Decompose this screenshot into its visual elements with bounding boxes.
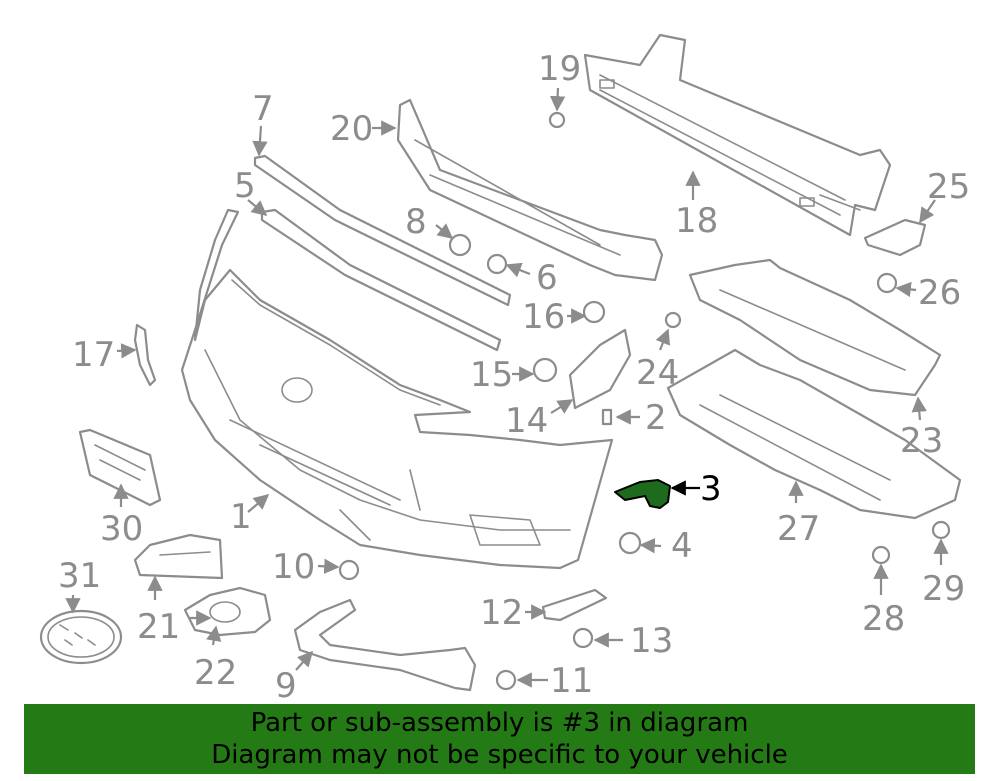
callout-21: 21 bbox=[137, 607, 180, 647]
callout-26: 26 bbox=[918, 273, 961, 313]
part-30-bracket bbox=[78, 428, 162, 507]
callout-9: 9 bbox=[275, 666, 297, 706]
callout-16: 16 bbox=[522, 297, 565, 337]
callout-19: 19 bbox=[538, 49, 581, 89]
callout-5: 5 bbox=[234, 166, 256, 206]
callout-30: 30 bbox=[100, 509, 143, 549]
banner-line-2: Diagram may not be specific to your vehi… bbox=[211, 740, 788, 770]
callout-12: 12 bbox=[480, 593, 523, 633]
callout-20: 20 bbox=[330, 109, 373, 149]
callout-28: 28 bbox=[862, 599, 905, 639]
callout-25: 25 bbox=[927, 167, 970, 207]
part-12-clip-bracket bbox=[541, 588, 608, 622]
part-22-fog-lamp-cover bbox=[183, 586, 272, 637]
part-31-emblem bbox=[39, 609, 123, 665]
callout-14: 14 bbox=[505, 401, 548, 441]
callout-6: 6 bbox=[536, 258, 558, 298]
callout-1: 1 bbox=[230, 497, 252, 537]
part-1-front-bumper-cover bbox=[180, 208, 614, 570]
callout-18: 18 bbox=[675, 201, 718, 241]
callout-15: 15 bbox=[470, 355, 513, 395]
part-18-bumper-reinforcement bbox=[583, 33, 892, 237]
callout-labels: 19 20 7 5 8 6 16 15 17 14 2 24 18 25 26 … bbox=[58, 49, 970, 706]
callout-31: 31 bbox=[58, 556, 101, 596]
part-14-side-bracket bbox=[568, 328, 632, 410]
part-9-lower-trim bbox=[293, 598, 477, 692]
callout-17: 17 bbox=[72, 335, 115, 375]
callout-27: 27 bbox=[777, 509, 820, 549]
callout-22: 22 bbox=[194, 653, 237, 693]
callout-29: 29 bbox=[922, 569, 965, 609]
callout-4: 4 bbox=[671, 526, 693, 566]
banner-line-1: Part or sub-assembly is #3 in diagram bbox=[250, 708, 749, 738]
callout-24: 24 bbox=[636, 353, 679, 393]
part-23-air-guide bbox=[688, 258, 942, 397]
info-banner: Part or sub-assembly is #3 in diagram Di… bbox=[24, 704, 975, 774]
callout-2: 2 bbox=[645, 398, 667, 438]
part-25-bracket bbox=[863, 218, 927, 257]
callout-7: 7 bbox=[252, 89, 274, 129]
part-17-side-bracket bbox=[133, 323, 157, 387]
callout-11: 11 bbox=[550, 661, 593, 701]
part-5-bracket-strip bbox=[260, 208, 502, 352]
callout-3-highlighted: 3 bbox=[700, 469, 722, 509]
fasteners bbox=[338, 111, 951, 691]
part-7-upper-seal bbox=[253, 154, 512, 307]
part-20-energy-absorber bbox=[396, 98, 664, 282]
part-27-under-cover bbox=[666, 348, 962, 520]
part-21-lower-bracket bbox=[133, 533, 224, 580]
callout-23: 23 bbox=[900, 421, 943, 461]
leader-arrows bbox=[65, 87, 949, 688]
part-3-highlighted-bracket bbox=[614, 479, 671, 509]
callout-10: 10 bbox=[272, 547, 315, 587]
callout-8: 8 bbox=[405, 202, 427, 242]
callout-13: 13 bbox=[630, 621, 673, 661]
